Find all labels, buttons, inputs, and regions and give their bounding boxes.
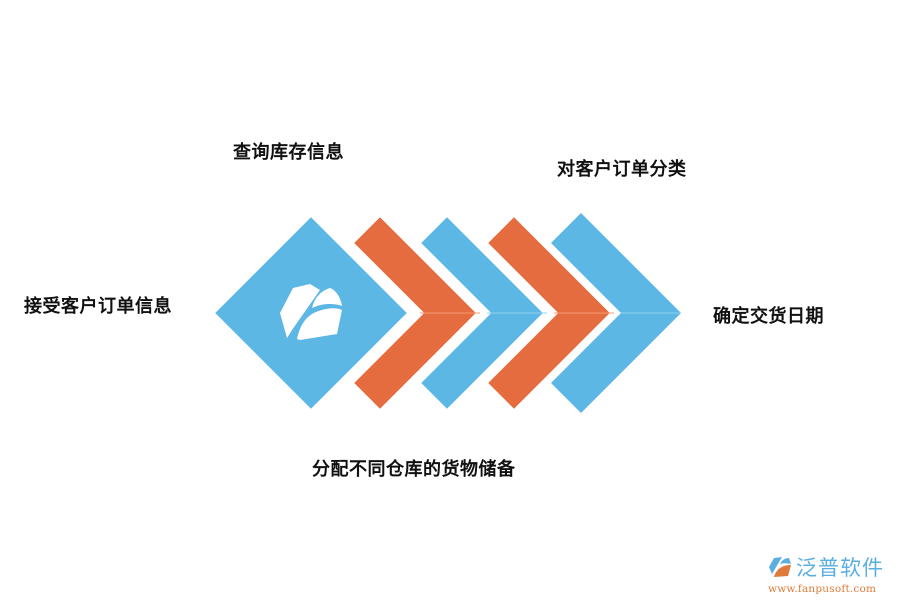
- brand-logo-icon: [280, 284, 342, 340]
- step1-label: 接受客户订单信息: [24, 296, 172, 317]
- watermark-url: www.fanpusoft.com: [768, 583, 877, 595]
- watermark: 泛普软件 www.fanpusoft.com: [768, 552, 893, 595]
- step3-label: 分配不同仓库的货物储备: [312, 459, 516, 480]
- step5-label: 确定交货日期: [713, 306, 824, 327]
- fanpu-logo-icon: [769, 557, 791, 577]
- step5-chevron: [551, 213, 681, 413]
- step2-label: 查询库存信息: [233, 142, 344, 163]
- step1-diamond: [206, 208, 416, 418]
- step4-label: 对客户订单分类: [557, 159, 687, 180]
- watermark-name: 泛普软件: [796, 556, 884, 580]
